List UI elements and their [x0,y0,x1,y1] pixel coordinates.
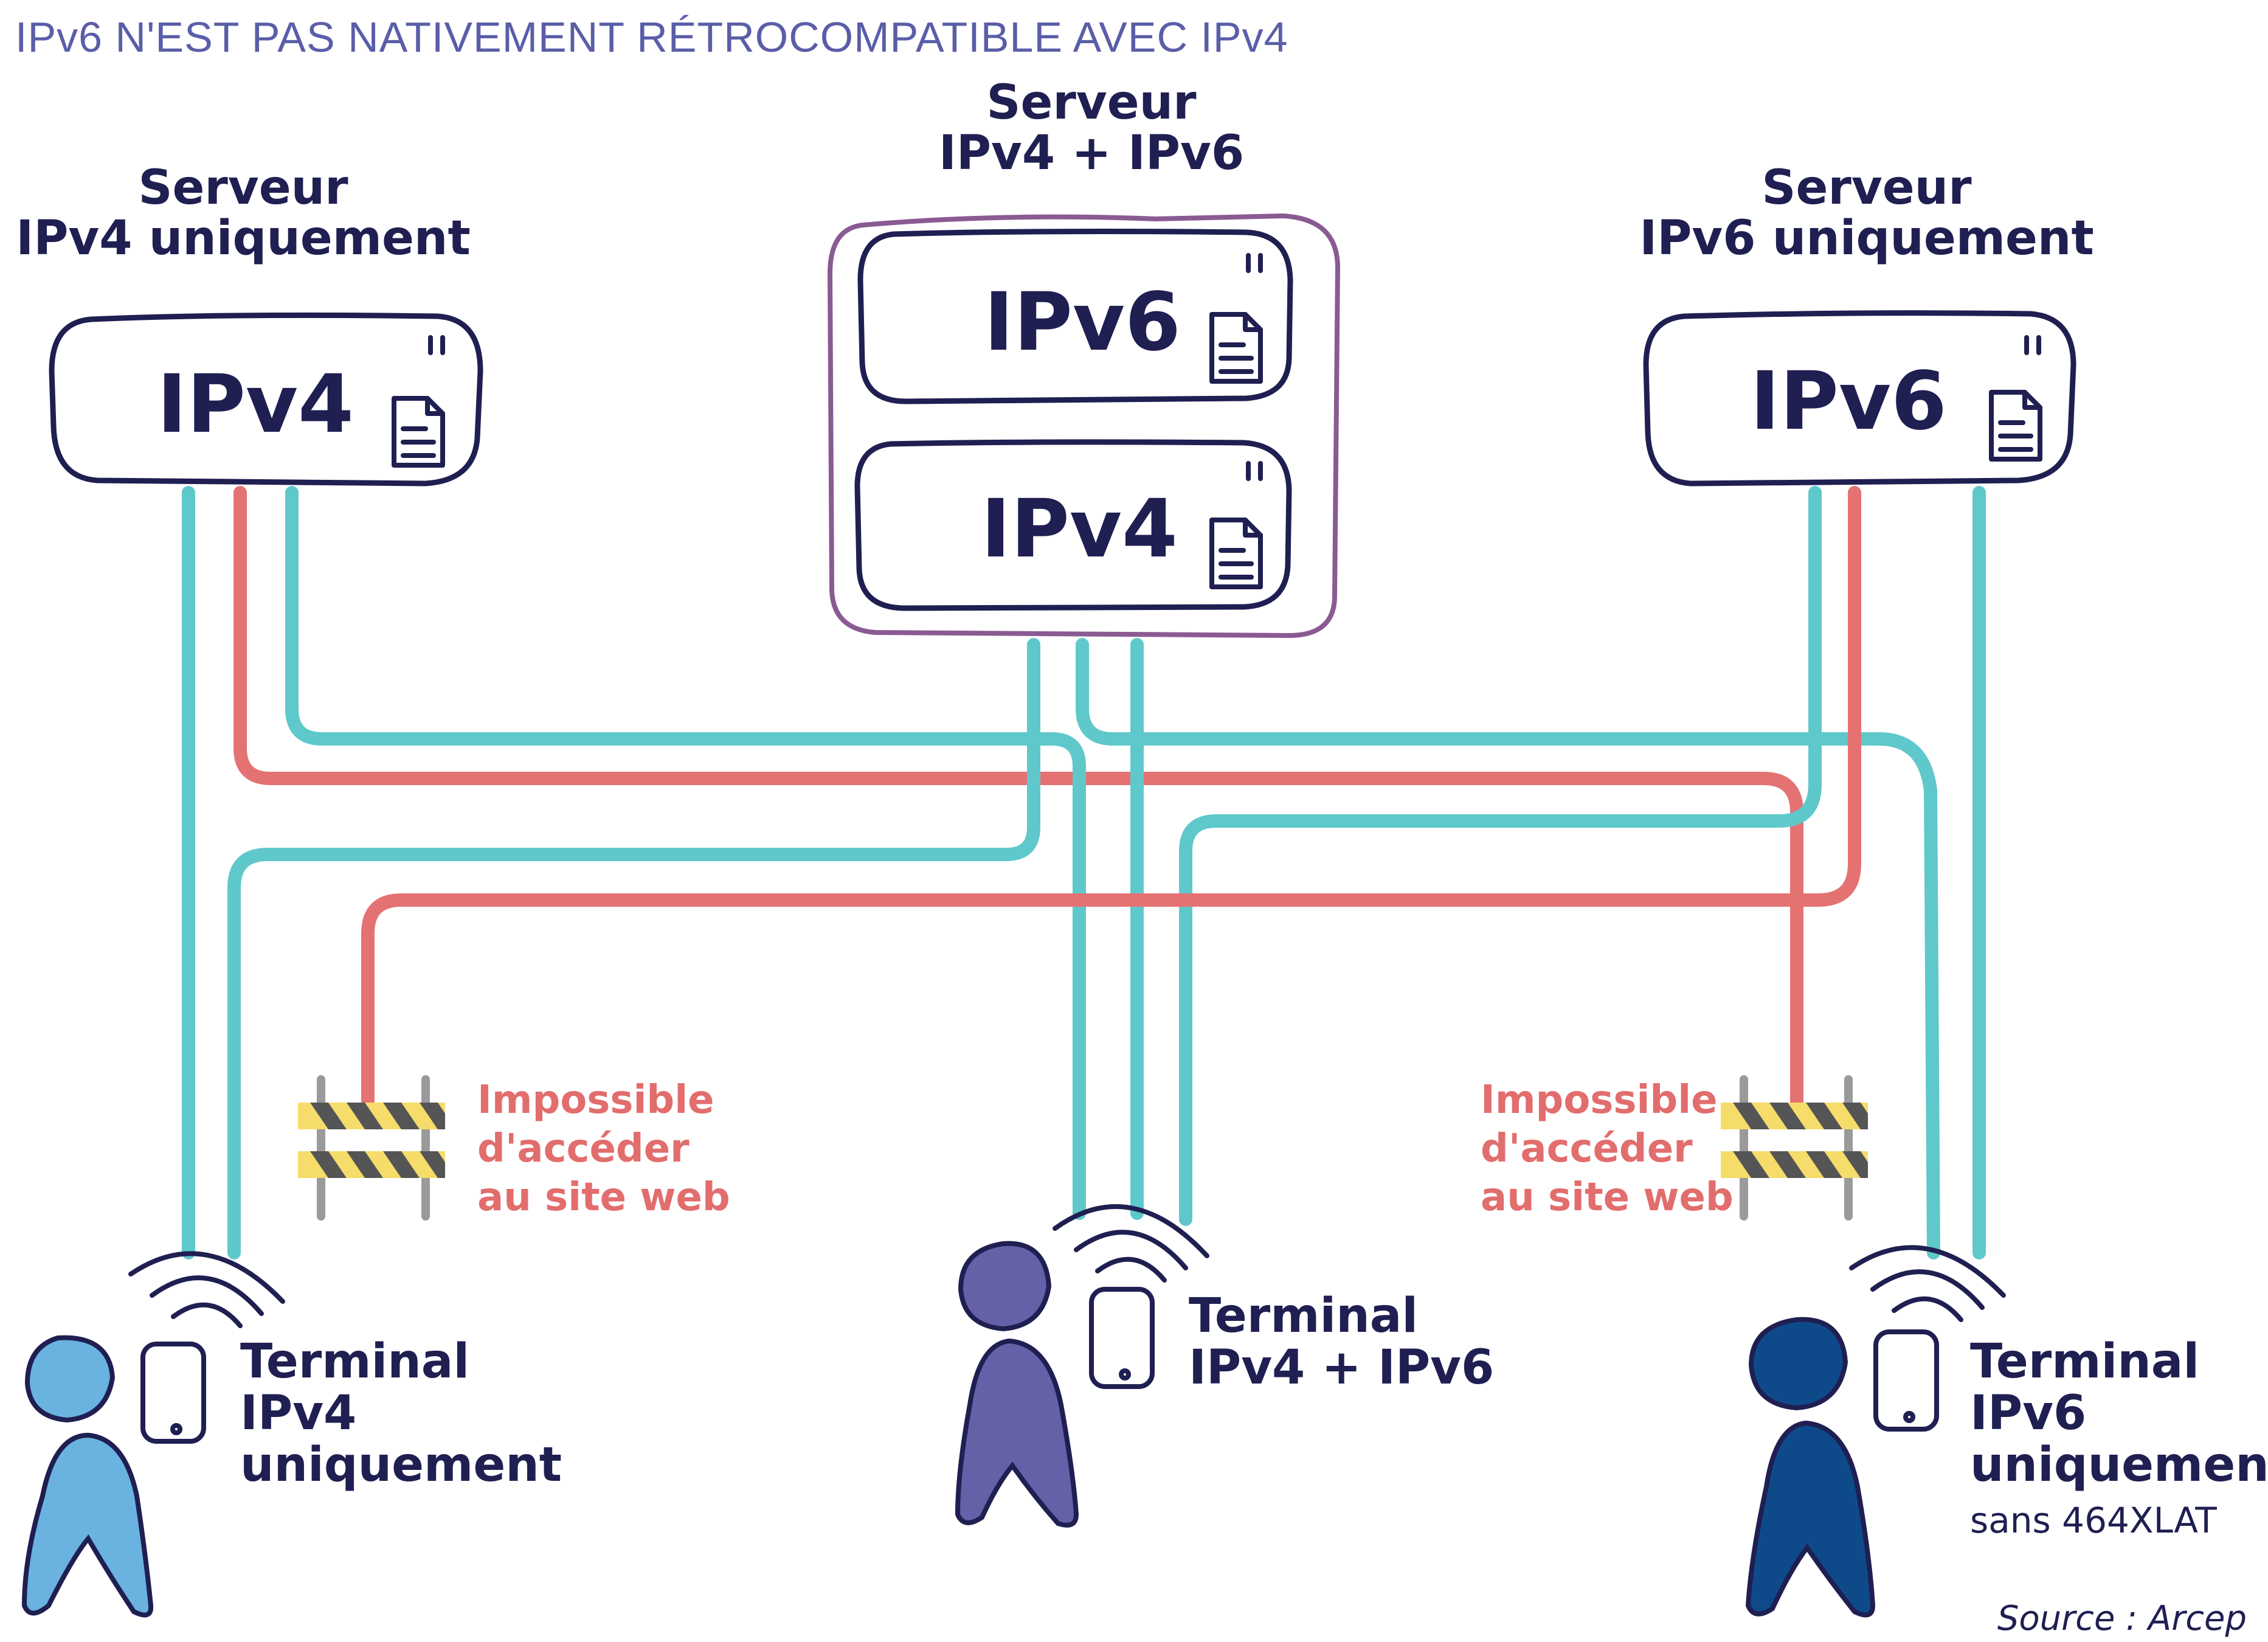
terminal-right-line2: IPv6 [1970,1386,2086,1441]
wifi-icon [1053,1204,1209,1283]
source-credit: Source : Arcep [1997,1599,2247,1638]
smartphone-icon [1089,1287,1155,1389]
led-icon [2024,335,2041,355]
terminal-dual-stack: Terminal IPv4 + IPv6 [955,1204,1494,1528]
server-ipv4-only: Serveur IPv4 uniquement IPv4 [16,161,483,487]
barrier-icon [1721,1075,1868,1221]
server-center-ipv6-box [857,229,1293,404]
smartphone-icon [1873,1329,1939,1432]
server-center-protocol-top: IPv6 [984,275,1181,369]
server-left-box [49,312,483,487]
terminal-ipv4-only: Terminal IPv4 uniquement [21,1251,562,1618]
server-center-protocol-bottom: IPv4 [981,482,1178,576]
server-right-box [1643,310,2076,487]
line-right-server-to-center-user [1179,486,1822,1226]
server-center-ipv4-box [854,439,1292,611]
server-center-subtitle: IPv4 + IPv6 [939,126,1244,181]
server-right-title: Serveur [1762,161,1972,215]
server-center-title: Serveur [986,75,1197,130]
server-right-protocol: IPv6 [1750,355,1947,448]
warning-right-line2: d'accéder [1481,1126,1693,1171]
line-right-server-to-left-user-blocked [361,486,1861,1114]
wifi-icon [128,1251,285,1328]
warning-left: Impossible d'accéder au site web [477,1078,730,1220]
person-icon [1745,1317,1876,1618]
server-left-title: Serveur [138,161,348,215]
terminal-center-line1: Terminal [1189,1289,1418,1343]
server-ipv6-only: Serveur IPv6 uniquement IPv6 [1639,161,2094,487]
person-icon [955,1241,1079,1528]
warning-left-line2: d'accéder [477,1126,690,1171]
line-left-server-to-center-user [285,486,1086,1220]
led-icon [1246,461,1263,481]
server-left-protocol: IPv4 [157,358,354,451]
line-left-server-to-right-user-blocked [233,486,1803,1114]
connection-lines [182,486,1986,1259]
terminal-left-line2: IPv4 [240,1386,356,1441]
wifi-icon [1849,1245,2006,1322]
diagram-title: IPv6 N'EST PAS NATIVEMENT RÉTROCOMPATIBL… [15,13,1288,61]
terminal-center-line2: IPv4 + IPv6 [1189,1340,1494,1395]
document-icon [1209,518,1263,589]
led-icon [428,335,445,355]
person-icon [21,1335,154,1618]
warning-right-line1: Impossible [1481,1078,1718,1123]
document-icon [1989,390,2042,462]
line-center-server-to-right-user [1076,638,1940,1259]
smartphone-icon [140,1342,206,1444]
warning-right-line3: au site web [1481,1175,1734,1220]
warning-right: Impossible d'accéder au site web [1481,1078,1734,1220]
terminal-right-line3: uniquement [1970,1438,2268,1492]
terminal-ipv6-only: Terminal IPv6 uniquement sans 464XLAT [1745,1245,2268,1618]
led-icon [1246,253,1263,273]
barrier-icon [298,1075,445,1221]
warning-left-line1: Impossible [477,1078,714,1123]
document-icon [392,396,445,468]
terminal-right-note: sans 464XLAT [1970,1500,2217,1541]
terminal-left-line1: Terminal [240,1334,469,1389]
warning-left-line3: au site web [477,1175,730,1220]
server-right-subtitle: IPv6 uniquement [1639,211,2094,266]
line-center-server-to-left-user [227,638,1040,1259]
terminal-left-line3: uniquement [240,1438,562,1492]
document-icon [1209,312,1263,384]
server-dual-stack: Serveur IPv4 + IPv6 IPv6 IPv4 [827,75,1341,639]
server-left-subtitle: IPv4 uniquement [16,211,471,266]
terminal-right-line1: Terminal [1970,1334,2199,1389]
